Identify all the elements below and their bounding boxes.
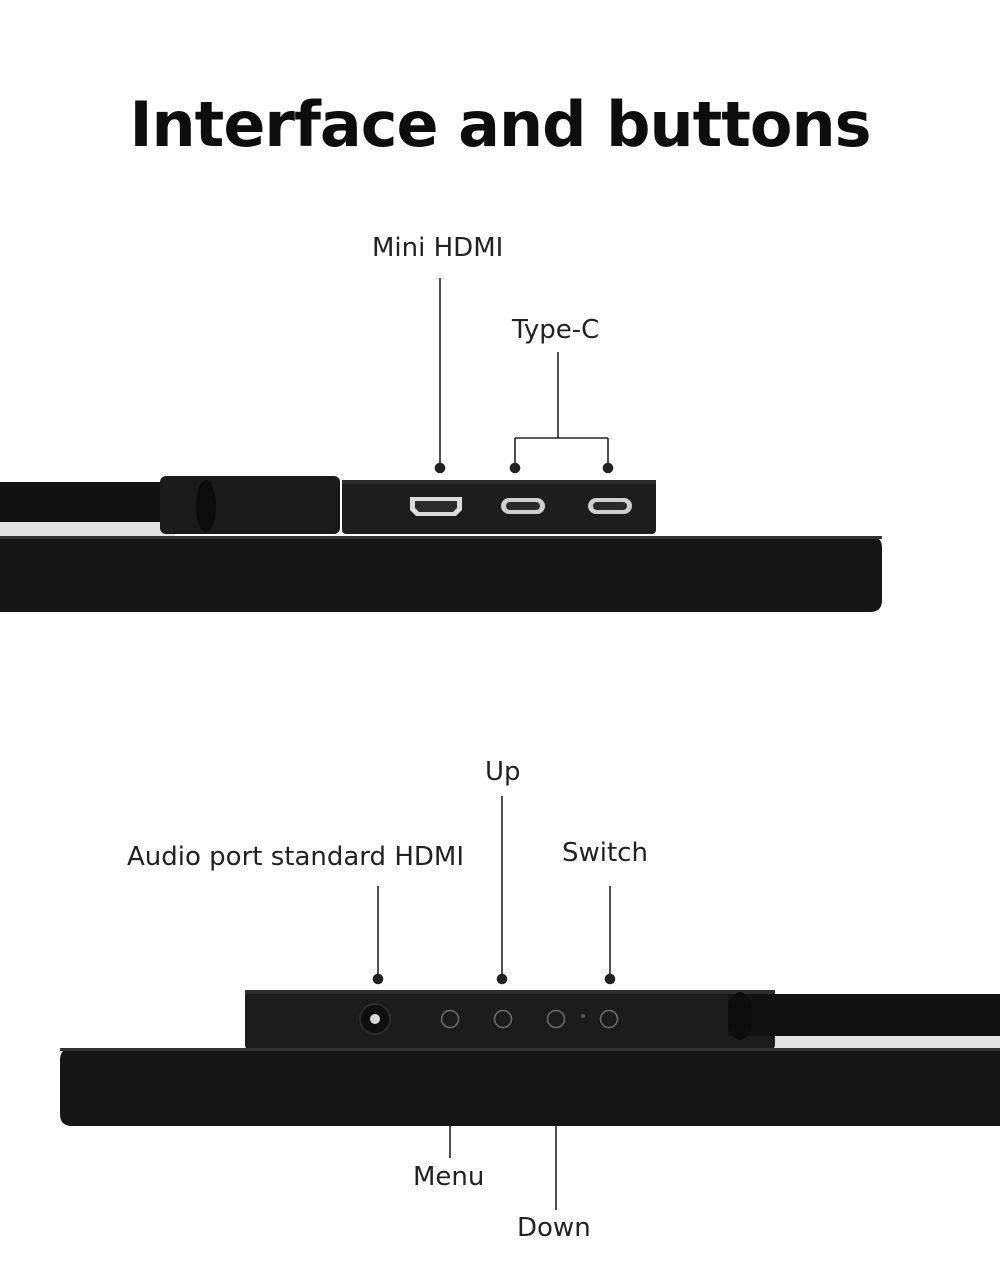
switch-button-icon <box>599 1009 619 1029</box>
page-title: Interface and buttons <box>129 88 871 161</box>
type-c-label: Type-C <box>512 315 600 345</box>
switch-label: Switch <box>562 838 648 868</box>
type-c-dot-1 <box>509 462 521 474</box>
down-button-icon <box>546 1009 566 1029</box>
top-leader-lines <box>434 278 614 474</box>
audio-dot <box>372 973 384 985</box>
type-c-dot-2 <box>602 462 614 474</box>
switch-dot <box>604 973 616 985</box>
led-indicator-icon <box>581 1014 585 1018</box>
button-panel <box>245 990 775 1050</box>
menu-label: Menu <box>413 1162 485 1192</box>
top-device-view <box>0 278 882 612</box>
stand-bar-bottom <box>728 994 1000 1036</box>
stand-light-strip <box>0 522 175 536</box>
up-button-icon <box>493 1009 513 1029</box>
bottom-device-view <box>60 796 1000 1210</box>
menu-button-icon <box>440 1009 460 1029</box>
audio-port-label: Audio port standard HDMI <box>127 842 464 872</box>
port-panel <box>342 480 656 534</box>
stand-bar-top <box>0 482 210 528</box>
stand-light-strip-bottom <box>775 1036 1000 1050</box>
bottom-device-body <box>60 1048 1000 1126</box>
down-label: Down <box>517 1213 591 1243</box>
mini-hdmi-dot <box>434 462 446 474</box>
mini-hdmi-label: Mini HDMI <box>372 233 504 263</box>
up-dot <box>496 973 508 985</box>
top-device-body <box>0 536 882 612</box>
up-label: Up <box>485 757 521 787</box>
